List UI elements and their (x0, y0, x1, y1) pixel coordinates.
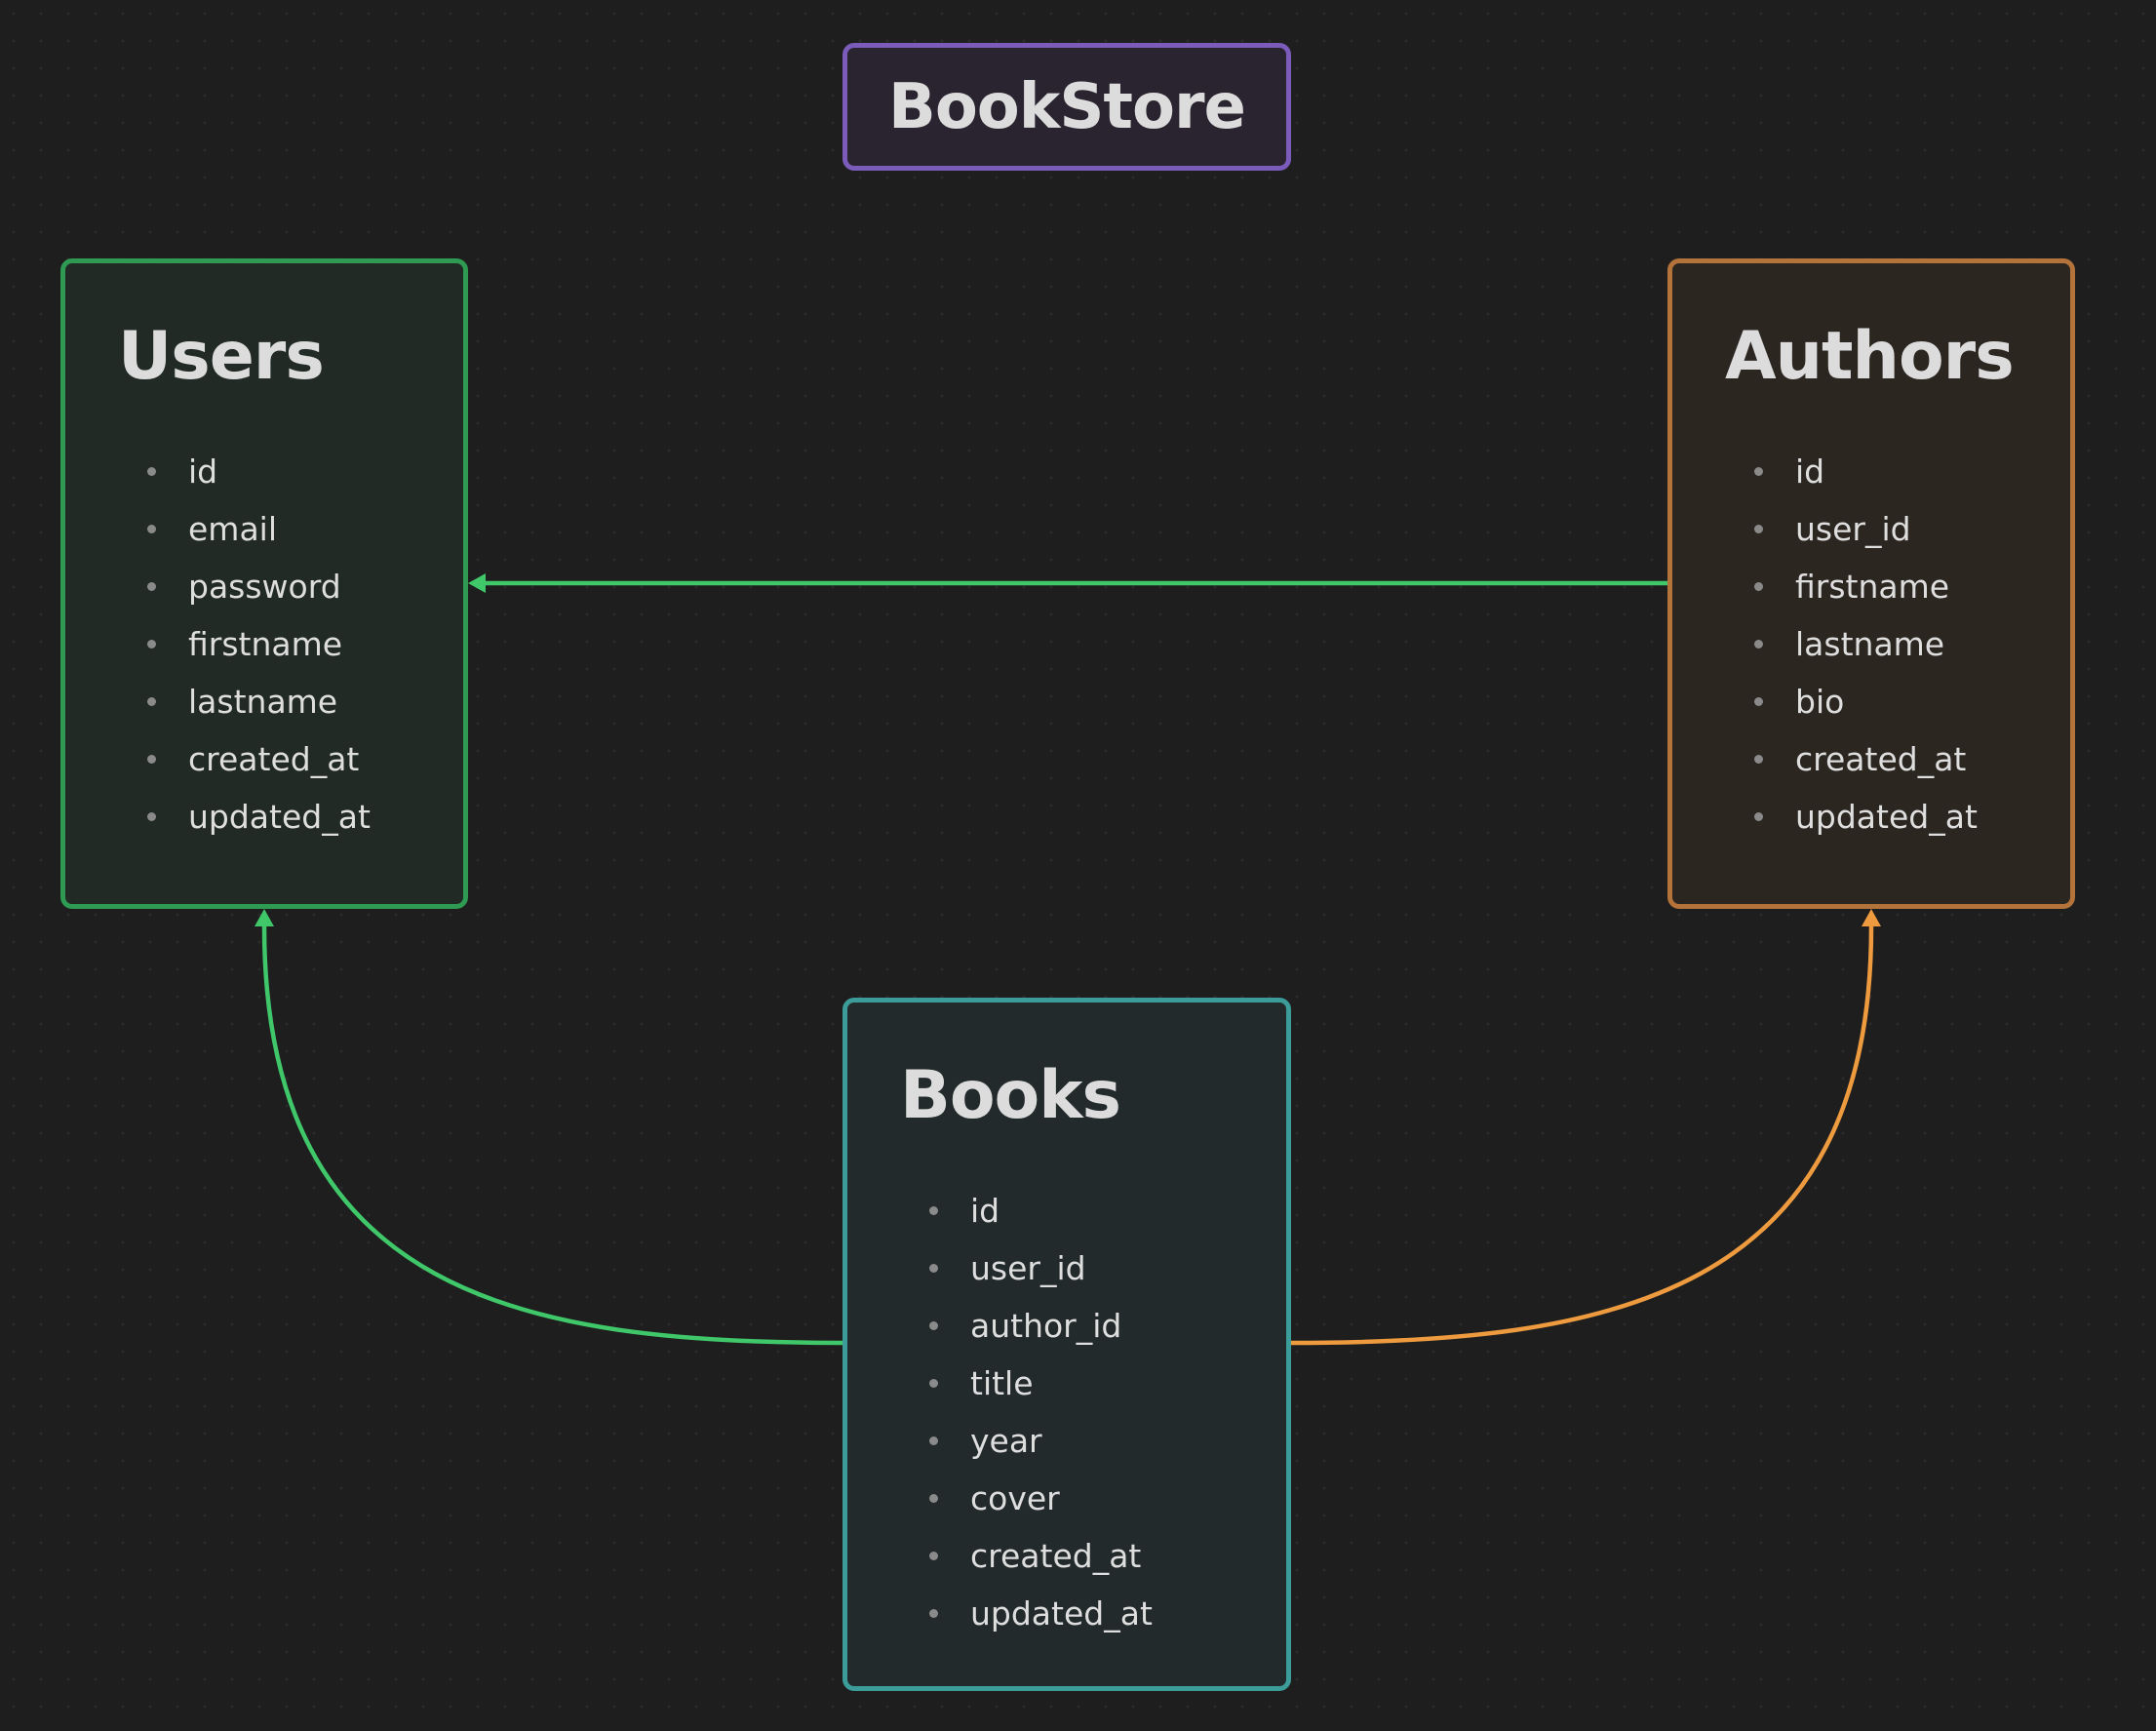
bullet-icon (929, 1264, 938, 1273)
bullet-icon (929, 1436, 938, 1445)
bullet-icon (147, 812, 156, 821)
edge-books-to-authors (1290, 925, 1874, 1346)
edge-books-to-users-arrowhead (255, 909, 274, 926)
bullet-icon (147, 525, 156, 533)
field-list-books: id user_id author_id title year cover cr… (929, 1182, 1153, 1642)
edge-books-to-users (261, 925, 843, 1346)
field-item: lastname (1754, 615, 1978, 673)
field-item: cover (929, 1470, 1153, 1527)
field-name: firstname (1795, 568, 1950, 606)
field-name: user_id (970, 1249, 1086, 1287)
title-node[interactable]: BookStore (843, 43, 1291, 171)
field-name: bio (1795, 683, 1845, 721)
field-list-authors: id user_id firstname lastname bio create… (1754, 443, 1978, 846)
field-item: lastname (147, 673, 371, 730)
table-heading-authors: Authors (1725, 318, 2015, 395)
bullet-icon (1754, 755, 1763, 764)
field-name: created_at (1795, 740, 1967, 778)
field-item: year (929, 1412, 1153, 1470)
bullet-icon (1754, 525, 1763, 533)
field-name: email (188, 510, 278, 548)
table-node-users[interactable]: Users id email password firstname lastna… (60, 258, 468, 909)
field-name: created_at (970, 1537, 1142, 1575)
bullet-icon (147, 582, 156, 591)
edge-books-to-authors-arrowhead (1862, 909, 1881, 926)
bullet-icon (1754, 697, 1763, 706)
diagram-title: BookStore (888, 70, 1246, 143)
bullet-icon (147, 467, 156, 476)
field-name: title (970, 1364, 1034, 1402)
field-item: id (929, 1182, 1153, 1239)
bullet-icon (1754, 582, 1763, 591)
field-item: author_id (929, 1297, 1153, 1355)
field-item: id (1754, 443, 1978, 500)
edge-authors-to-users-arrowhead (468, 573, 486, 593)
field-item: firstname (147, 615, 371, 673)
field-item: user_id (1754, 500, 1978, 558)
bullet-icon (929, 1379, 938, 1388)
bullet-icon (147, 640, 156, 649)
field-name: updated_at (1795, 798, 1978, 836)
field-name: lastname (1795, 625, 1945, 663)
field-name: id (970, 1192, 1000, 1230)
field-name: id (188, 452, 218, 491)
field-name: created_at (188, 740, 360, 778)
bullet-icon (1754, 467, 1763, 476)
bullet-icon (147, 755, 156, 764)
bullet-icon (1754, 640, 1763, 649)
bullet-icon (147, 697, 156, 706)
bullet-icon (929, 1552, 938, 1560)
field-name: cover (970, 1479, 1060, 1517)
field-item: title (929, 1355, 1153, 1412)
table-heading-users: Users (118, 318, 325, 395)
bullet-icon (929, 1609, 938, 1618)
field-name: firstname (188, 625, 343, 663)
field-item: email (147, 500, 371, 558)
field-item: bio (1754, 673, 1978, 730)
field-item: updated_at (147, 788, 371, 846)
bullet-icon (929, 1321, 938, 1330)
field-name: year (970, 1422, 1042, 1460)
bullet-icon (1754, 812, 1763, 821)
table-node-books[interactable]: Books id user_id author_id title year co… (843, 998, 1291, 1691)
field-name: updated_at (970, 1594, 1153, 1633)
table-heading-books: Books (900, 1057, 1121, 1134)
field-item: password (147, 558, 371, 615)
field-item: id (147, 443, 371, 500)
field-list-users: id email password firstname lastname cre… (147, 443, 371, 846)
field-name: user_id (1795, 510, 1911, 548)
field-name: password (188, 568, 341, 606)
field-item: created_at (1754, 730, 1978, 788)
field-item: firstname (1754, 558, 1978, 615)
field-item: user_id (929, 1239, 1153, 1297)
field-item: created_at (929, 1527, 1153, 1585)
field-item: created_at (147, 730, 371, 788)
field-name: author_id (970, 1307, 1122, 1345)
field-name: lastname (188, 683, 338, 721)
field-name: id (1795, 452, 1825, 491)
field-item: updated_at (1754, 788, 1978, 846)
table-node-authors[interactable]: Authors id user_id firstname lastname bi… (1667, 258, 2075, 909)
bullet-icon (929, 1206, 938, 1215)
bullet-icon (929, 1494, 938, 1503)
field-name: updated_at (188, 798, 371, 836)
field-item: updated_at (929, 1585, 1153, 1642)
